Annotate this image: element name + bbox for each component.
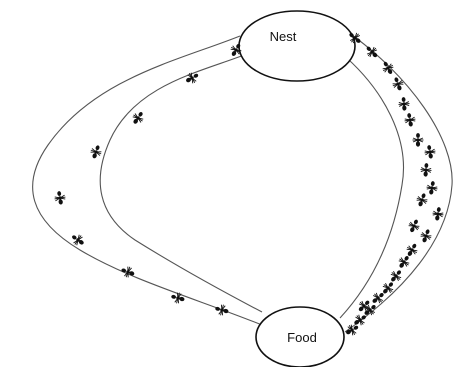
ant-icon: [412, 133, 424, 147]
ant-icon: [432, 207, 444, 221]
ant-icon: [398, 97, 410, 111]
long-path-inner-edge: [99, 54, 263, 313]
ant-icon: [54, 191, 66, 205]
ant-icon: [230, 43, 242, 56]
ant-icon: [372, 292, 384, 304]
short-path-inner-edge: [339, 51, 404, 319]
nest-label: Nest: [270, 29, 297, 44]
ant-icon: [346, 324, 359, 336]
food-label: Food: [287, 330, 317, 345]
food-node: Food: [255, 306, 345, 367]
ant-icon: [186, 72, 199, 84]
short-path-outer-edge: [344, 29, 453, 333]
ant-icon: [366, 46, 378, 58]
food-ellipse: [255, 306, 345, 367]
ant-icon: [392, 77, 404, 91]
ant-icon: [364, 304, 376, 316]
ant-icon: [426, 181, 438, 195]
ant-icon: [404, 113, 416, 127]
nest-node: Nest: [238, 10, 356, 82]
nest-ellipse: [238, 10, 356, 82]
long-path: [32, 35, 263, 326]
ant-icon: [171, 292, 185, 304]
ant-icon: [424, 145, 436, 159]
ant-icon: [358, 300, 370, 312]
ant-icon: [398, 256, 410, 268]
ant-icon: [382, 282, 394, 294]
ant-icon: [354, 314, 366, 326]
ant-icon: [90, 145, 102, 159]
ant-icon: [420, 163, 432, 177]
short-path-ants: [346, 32, 444, 336]
ant-icon: [215, 304, 229, 316]
ant-icon: [390, 270, 402, 282]
ant-icon: [121, 266, 135, 278]
ant-icon: [132, 112, 144, 124]
ant-icon: [72, 234, 84, 246]
long-path-ants: [54, 43, 242, 316]
ant-icon: [406, 243, 418, 256]
ant-icon: [408, 219, 420, 233]
ant-icon: [382, 61, 394, 74]
short-path: [339, 29, 453, 333]
ant-icon: [349, 32, 361, 44]
long-path-outer-edge: [32, 35, 263, 326]
ant-icon: [416, 193, 428, 207]
ant-icon: [420, 229, 432, 243]
